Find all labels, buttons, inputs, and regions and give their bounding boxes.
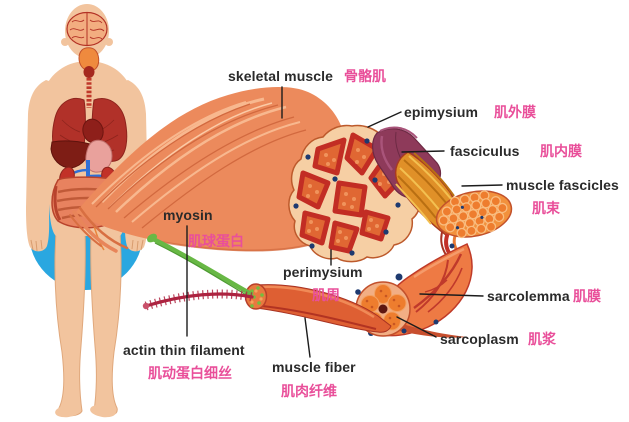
label-line-fasciculus xyxy=(401,150,445,153)
muscle-fiber-shape xyxy=(244,283,392,333)
label-sarcolemma-zh: 肌膜 xyxy=(573,288,601,304)
label-skeletal-muscle-en: skeletal muscle xyxy=(228,68,333,84)
label-myosin-zh: 肌球蛋白 xyxy=(188,233,244,249)
fascicle-bundles xyxy=(296,132,405,254)
label-muscle-fiber-zh: 肌肉纤维 xyxy=(281,383,337,399)
label-actin-zh: 肌动蛋白细丝 xyxy=(148,365,232,381)
label-sarcoplasm-en: sarcoplasm xyxy=(440,331,519,347)
liver xyxy=(50,140,91,169)
label-line-epimysium xyxy=(367,111,402,128)
larynx xyxy=(83,66,95,78)
label-lines xyxy=(186,86,503,358)
stomach xyxy=(85,139,113,173)
label-muscle-fascicles-zh: 肌束 xyxy=(532,200,561,216)
label-sarcolemma-en: sarcolemma xyxy=(487,288,570,304)
label-perimysium-zh: 肌周 xyxy=(312,287,340,303)
legs xyxy=(54,219,122,418)
muscle-fascicles-cross-section xyxy=(435,190,513,239)
labels: skeletal muscle 骨骼肌 epimysium 肌外膜 fascic… xyxy=(123,68,619,399)
label-skeletal-muscle-zh: 骨骼肌 xyxy=(344,68,386,84)
skeletal-muscle-shape xyxy=(69,86,348,253)
label-epimysium-zh: 肌外膜 xyxy=(494,104,536,120)
label-line-muscle-fascicles xyxy=(461,184,503,187)
dot-markers xyxy=(293,138,402,256)
label-epimysium-en: epimysium xyxy=(404,104,478,120)
label-muscle-fascicles-en: muscle fascicles xyxy=(506,177,619,193)
brain xyxy=(66,11,108,47)
label-myosin-en: myosin xyxy=(163,207,213,223)
label-fasciculus-en: fasciculus xyxy=(450,143,520,159)
label-muscle-fiber-en: muscle fiber xyxy=(272,359,356,375)
label-fasciculus-zh: 肌内膜 xyxy=(540,143,582,159)
label-perimysium-en: perimysium xyxy=(283,264,363,280)
label-actin-en: actin thin filament xyxy=(123,342,245,358)
actin-filament xyxy=(142,289,254,311)
label-line-sarcoplasm xyxy=(396,316,437,338)
label-line-muscle-fiber xyxy=(304,317,311,358)
label-sarcoplasm-zh: 肌浆 xyxy=(528,331,557,347)
myosin-filament xyxy=(146,233,254,297)
label-line-sarcolemma xyxy=(419,293,484,297)
throat xyxy=(78,47,100,72)
